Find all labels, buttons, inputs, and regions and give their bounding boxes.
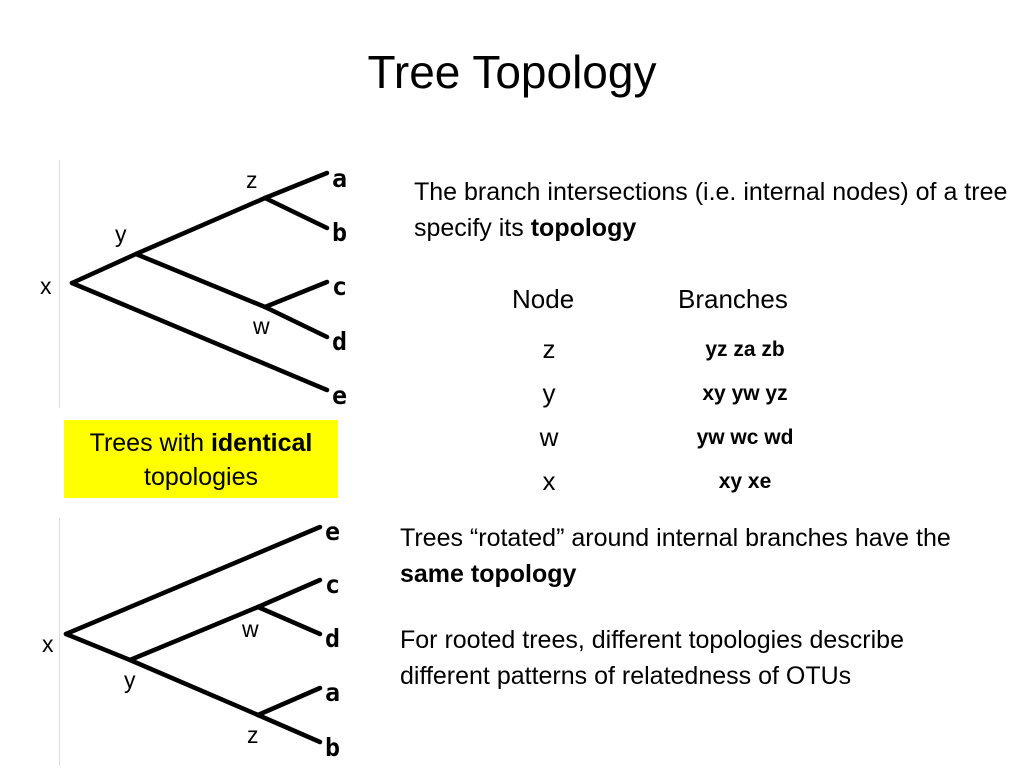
edge-y-z	[127, 657, 261, 718]
branches-cell: yw wc wd	[696, 426, 794, 449]
leaf-label: d	[325, 624, 340, 653]
edge-y-w	[127, 604, 261, 663]
header-branches: Branches	[678, 284, 788, 314]
edge-w-c	[262, 279, 330, 310]
tree2-frame-line	[59, 518, 60, 766]
edge-y-z	[133, 195, 268, 257]
tree2-diagram: x y z w e c d a b	[42, 517, 340, 762]
branches-cell: yz za zb	[705, 338, 785, 361]
edge-x-e	[69, 280, 330, 393]
table-row: z yz za zb	[470, 334, 870, 378]
slide-title: Tree Topology	[367, 46, 657, 98]
identical-term: identical	[210, 429, 313, 457]
leaf-label: a	[332, 164, 347, 193]
edge-z-a	[255, 685, 323, 718]
intro-text: The branch intersections (i.e. internal …	[414, 178, 1008, 242]
edge-z-b	[255, 712, 323, 745]
edge-z-b	[262, 195, 330, 231]
node-label-x: x	[40, 273, 52, 299]
leaf-label: e	[325, 517, 340, 546]
leaf-label: c	[325, 570, 340, 599]
edge-x-y	[69, 251, 139, 286]
branches-cell: xy yw yz	[702, 382, 788, 405]
branches-cell: xy xe	[718, 470, 772, 493]
edge-z-a	[262, 170, 330, 201]
leaf-label: e	[332, 381, 347, 410]
edge-w-d	[262, 304, 330, 340]
node-label-z: z	[246, 167, 258, 193]
tree1-frame-line	[59, 160, 60, 408]
table-row: w yw wc wd	[470, 422, 870, 466]
leaf-label: b	[325, 733, 340, 762]
edge-x-y	[63, 631, 133, 663]
node-cell: x	[542, 466, 556, 496]
edge-x-e	[63, 524, 323, 637]
header-node: Node	[512, 284, 575, 314]
node-cell: y	[542, 378, 556, 408]
rooted-text: For rooted trees, different topologies d…	[400, 626, 904, 690]
tree1-diagram: x y z w a b c d e	[40, 164, 347, 410]
node-label-y: y	[124, 667, 136, 693]
table-row: y xy yw yz	[470, 378, 870, 422]
edge-w-c	[255, 577, 323, 610]
node-label-w: w	[241, 616, 259, 642]
node-label-y: y	[115, 221, 127, 247]
node-label-x: x	[42, 631, 54, 657]
node-cell: z	[542, 334, 556, 364]
node-label-w: w	[252, 313, 270, 339]
node-label-z: z	[247, 722, 259, 748]
edge-y-w	[133, 251, 268, 310]
leaf-label: c	[332, 272, 347, 301]
leaf-label: d	[332, 327, 347, 356]
same-topology-term: same topology	[400, 560, 577, 588]
identical-topologies-callout: Trees with identical topologies	[64, 420, 338, 498]
leaf-label: a	[325, 678, 340, 707]
node-cell: w	[539, 422, 559, 452]
leaf-label: b	[332, 218, 347, 247]
topology-term: topology	[530, 214, 637, 242]
table-row: x xy xe	[470, 466, 870, 510]
edge-w-d	[255, 604, 323, 637]
rotated-text: Trees “rotated” around internal branches…	[400, 524, 951, 588]
